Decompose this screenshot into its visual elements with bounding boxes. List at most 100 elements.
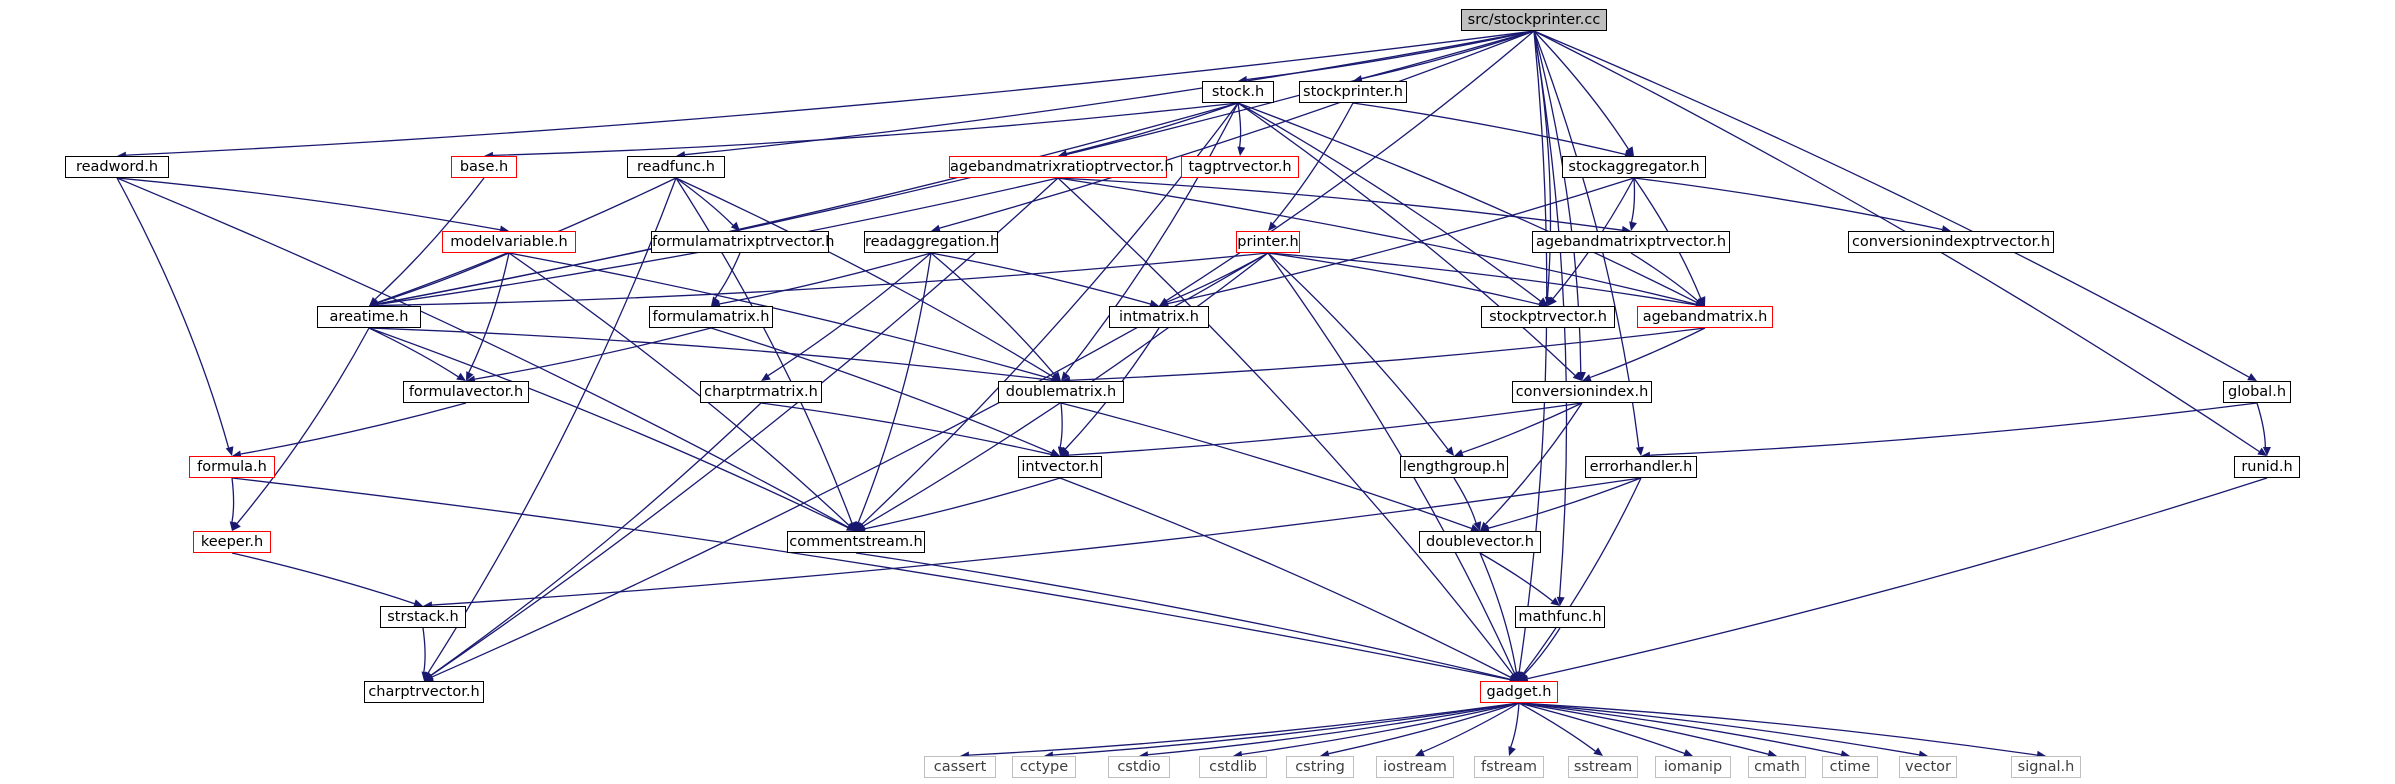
system-header-node: cassert	[924, 756, 996, 778]
include-edge	[1462, 402, 1583, 454]
include-edge	[430, 177, 1059, 676]
include-node-readword[interactable]: readword.h	[65, 156, 169, 178]
include-node-fmptr[interactable]: formulamatrixptrvector.h	[651, 231, 835, 253]
arrowhead	[1057, 446, 1066, 456]
include-edge	[1059, 477, 1512, 678]
include-edge	[1518, 702, 2038, 756]
arrowhead	[1480, 524, 1490, 533]
include-edge	[1052, 702, 1520, 756]
include-node-stockagg[interactable]: stockaggregator.h	[1562, 156, 1706, 178]
system-header-node: sstream	[1568, 756, 1638, 778]
include-node-runid[interactable]: runid.h	[2234, 456, 2300, 478]
include-edge	[508, 252, 1053, 380]
arrowhead	[229, 521, 238, 531]
include-node-commentstream[interactable]: commentstream.h	[787, 531, 925, 553]
include-edge	[377, 252, 510, 304]
arrowhead	[846, 523, 856, 531]
include-edge	[1352, 102, 1626, 155]
include-node-intvector[interactable]: intvector.h	[1018, 456, 1102, 478]
include-edge	[1649, 402, 2258, 456]
include-node-base[interactable]: base.h	[451, 156, 517, 178]
arrowhead	[1508, 746, 1516, 756]
include-node-charptrm[interactable]: charptrmatrix.h	[700, 381, 822, 403]
include-node-printer[interactable]: printer.h	[1236, 231, 1300, 253]
include-node-readagg[interactable]: readaggregation.h	[864, 231, 999, 253]
include-edge	[1060, 402, 1472, 529]
include-edge	[1518, 30, 1548, 673]
include-edge	[719, 252, 932, 305]
arrowhead	[711, 296, 720, 306]
system-header-node: iostream	[1376, 756, 1454, 778]
include-edge	[231, 552, 415, 605]
arrowhead	[1538, 300, 1548, 308]
include-edge	[431, 477, 1642, 606]
include-node-stock[interactable]: stock.h	[1202, 81, 1274, 103]
include-edge	[374, 177, 485, 300]
include-edge	[1518, 702, 1596, 752]
include-edge	[1057, 177, 1697, 305]
include-node-mathfunc[interactable]: mathfunc.h	[1515, 606, 1605, 628]
include-node-dvector[interactable]: doublevector.h	[1419, 531, 1541, 553]
include-node-convidx[interactable]: conversionindex.h	[1512, 381, 1652, 403]
system-header-node: signal.h	[2011, 756, 2081, 778]
system-header-node: cmath	[1748, 756, 1806, 778]
arrowhead	[1454, 449, 1464, 457]
include-edge	[1488, 477, 1642, 529]
arrowhead	[2247, 373, 2257, 381]
include-edge	[468, 252, 510, 373]
include-edge	[492, 102, 1239, 157]
include-node-formula[interactable]: formula.h	[189, 456, 275, 478]
include-edge	[1453, 477, 1477, 524]
arrowhead	[730, 221, 740, 231]
include-node-keeper[interactable]: keeper.h	[193, 531, 271, 553]
system-header-node: cstring	[1286, 756, 1354, 778]
system-header-node: vector	[1899, 756, 1957, 778]
arrowhead	[1635, 446, 1644, 456]
include-node-tagptr[interactable]: tagptrvector.h	[1181, 156, 1299, 178]
arrowhead	[424, 672, 434, 681]
include-edge	[368, 327, 1053, 381]
include-edge	[1630, 252, 1699, 302]
arrowhead	[2262, 446, 2271, 456]
include-node-convidxptr[interactable]: conversionindexptrvector.h	[1848, 231, 2054, 253]
arrowhead	[1509, 675, 1519, 683]
include-node-global[interactable]: global.h	[2223, 381, 2291, 403]
include-edge	[1166, 252, 1269, 303]
include-node-areatime[interactable]: areatime.h	[317, 306, 421, 328]
include-node-lengthgroup[interactable]: lengthgroup.h	[1400, 456, 1508, 478]
arrowhead	[1629, 221, 1637, 231]
include-edge	[1590, 327, 1706, 379]
include-node-intmatrix[interactable]: intmatrix.h	[1109, 306, 1209, 328]
include-edge	[930, 252, 1151, 305]
arrowhead	[466, 371, 474, 381]
include-edge	[430, 402, 762, 676]
include-node-abmptr[interactable]: agebandmatrixptrvector.h	[1532, 231, 1730, 253]
arrowhead	[1268, 221, 1277, 231]
include-edge	[427, 177, 677, 674]
include-node-readfunc[interactable]: readfunc.h	[627, 156, 725, 178]
include-edge	[1167, 177, 1635, 305]
include-node-dmatrix[interactable]: doublematrix.h	[998, 381, 1124, 403]
include-edge	[1518, 702, 1920, 756]
include-node-stockprinter[interactable]: stockprinter.h	[1299, 81, 1407, 103]
include-edge	[1633, 177, 1943, 231]
include-node-gadget[interactable]: gadget.h	[1480, 681, 1558, 703]
include-node-errhandler[interactable]: errorhandler.h	[1585, 456, 1697, 478]
include-node-modelvar[interactable]: modelvariable.h	[442, 231, 576, 253]
include-node-abm[interactable]: agebandmatrix.h	[1637, 306, 1773, 328]
include-edge	[1165, 30, 1535, 302]
include-edge	[1066, 102, 1239, 155]
include-node-fmatrix[interactable]: formulamatrix.h	[649, 306, 773, 328]
system-header-node: cstdio	[1108, 756, 1170, 778]
include-edge	[2256, 402, 2266, 448]
include-node-abmrp[interactable]: agebandmatrixratioptrvector.h	[949, 156, 1174, 178]
include-node-charptrv[interactable]: charptrvector.h	[364, 681, 484, 703]
include-node-stockptr[interactable]: stockptrvector.h	[1481, 306, 1615, 328]
arrowhead	[1480, 521, 1490, 531]
include-node-strstack[interactable]: strstack.h	[380, 606, 466, 628]
arrowhead	[931, 224, 941, 233]
include-edge	[857, 252, 932, 523]
include-edge	[1267, 252, 1697, 306]
include-node-fvector[interactable]: formulavector.h	[403, 381, 529, 403]
